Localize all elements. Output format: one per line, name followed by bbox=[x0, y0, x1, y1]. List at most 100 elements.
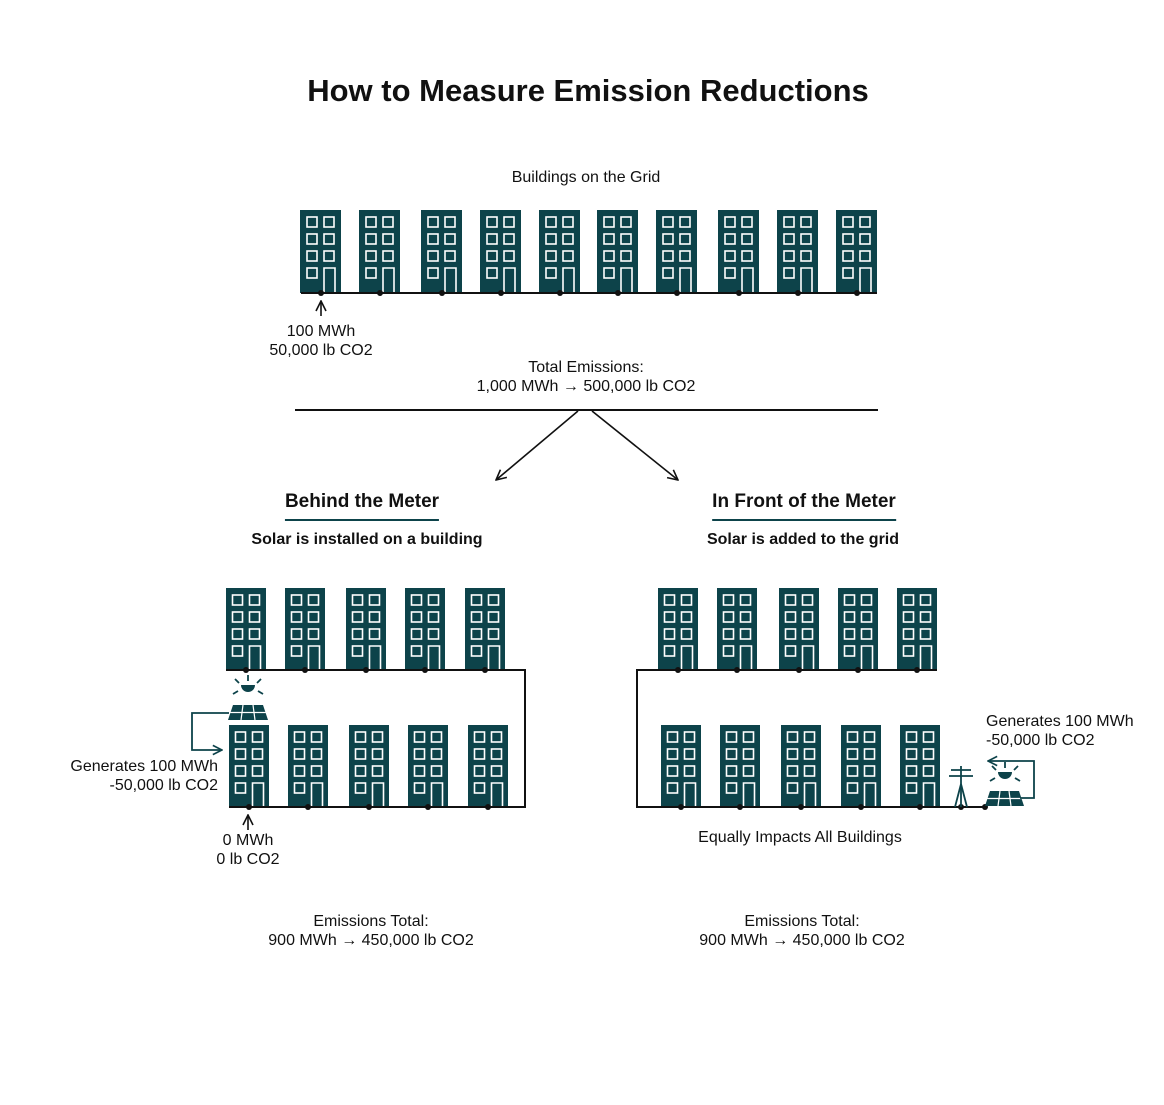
sun-icon bbox=[989, 762, 1021, 782]
meter-dot bbox=[243, 667, 249, 673]
building-icon bbox=[226, 588, 266, 670]
meter-dot bbox=[615, 290, 621, 296]
building-icon bbox=[656, 210, 697, 293]
front-meter-heading: In Front of the Meter bbox=[712, 490, 896, 521]
page-title: How to Measure Emission Reductions bbox=[307, 73, 869, 108]
behind-meter-total-label: Emissions Total: bbox=[313, 913, 429, 930]
meter-dot bbox=[854, 290, 860, 296]
building-icon bbox=[229, 725, 269, 807]
branch-arrow-left bbox=[496, 410, 579, 480]
behind-meter-heading: Behind the Meter bbox=[284, 490, 440, 521]
top-grid-buildings bbox=[300, 210, 877, 293]
behind-meter-solar-offset: -50,000 lb CO2 bbox=[109, 777, 218, 794]
meter-dot bbox=[678, 804, 684, 810]
building-icon bbox=[421, 210, 462, 293]
meter-dot bbox=[366, 804, 372, 810]
building-icon bbox=[717, 588, 757, 670]
meter-dot bbox=[302, 667, 308, 673]
building-icon bbox=[661, 725, 701, 807]
total-emissions-value: 1,000 MWh → 500,000 lb CO2 bbox=[476, 378, 696, 395]
building-icon bbox=[836, 210, 877, 293]
power-pole-icon bbox=[949, 766, 973, 808]
solar-panel-icon bbox=[985, 790, 1024, 807]
building-icon bbox=[718, 210, 759, 293]
front-meter-solar-generation: Generates 100 MWh bbox=[986, 713, 1134, 730]
meter-dot bbox=[363, 667, 369, 673]
behind-meter-total-value: 900 MWh → 450,000 lb CO2 bbox=[268, 932, 474, 949]
behind-meter-solar-generation: Generates 100 MWh bbox=[70, 758, 218, 775]
front-meter-total-label: Emissions Total: bbox=[744, 913, 860, 930]
meter-dot bbox=[674, 290, 680, 296]
behind-meter-grid-line bbox=[226, 669, 526, 808]
building-icon bbox=[539, 210, 580, 293]
building-icon bbox=[300, 210, 341, 293]
meter-dot bbox=[798, 804, 804, 810]
meter-dot bbox=[737, 804, 743, 810]
front-meter-subheading: Solar is added to the grid bbox=[706, 531, 900, 548]
building-icon bbox=[288, 725, 328, 807]
per-building-emissions: 50,000 lb CO2 bbox=[269, 342, 373, 359]
top-grid-meter-dots bbox=[318, 290, 860, 296]
meter-dot bbox=[917, 804, 923, 810]
building-icon bbox=[408, 725, 448, 807]
meter-dot bbox=[425, 804, 431, 810]
building-icon bbox=[720, 725, 760, 807]
meter-dot bbox=[855, 667, 861, 673]
meter-dot bbox=[557, 290, 563, 296]
meter-dot bbox=[439, 290, 445, 296]
meter-dot bbox=[914, 667, 920, 673]
meter-dot bbox=[485, 804, 491, 810]
meter-dot bbox=[734, 667, 740, 673]
total-emissions-label: Total Emissions: bbox=[528, 359, 644, 376]
front-meter-bottom-buildings bbox=[661, 725, 940, 807]
building-icon bbox=[597, 210, 638, 293]
building-icon bbox=[480, 210, 521, 293]
building-icon bbox=[285, 588, 325, 670]
grid-section-label: Buildings on the Grid bbox=[511, 169, 661, 186]
behind-meter-building-emissions: 0 lb CO2 bbox=[216, 851, 280, 868]
meter-dot bbox=[482, 667, 488, 673]
front-meter-meter-dots bbox=[675, 667, 988, 810]
meter-dot bbox=[736, 290, 742, 296]
behind-meter-bottom-buildings bbox=[229, 725, 508, 807]
building-icon bbox=[777, 210, 818, 293]
front-meter-grid-line bbox=[636, 669, 985, 808]
behind-meter-meter-dots bbox=[243, 667, 491, 810]
meter-dot bbox=[305, 804, 311, 810]
building-icon bbox=[658, 588, 698, 670]
meter-dot bbox=[796, 667, 802, 673]
meter-dot bbox=[498, 290, 504, 296]
front-meter-top-buildings bbox=[658, 588, 937, 670]
solar-feed-arrow bbox=[988, 761, 1035, 799]
front-meter-impact-note: Equally Impacts All Buildings bbox=[698, 829, 902, 846]
behind-meter-top-buildings bbox=[226, 588, 505, 670]
building-icon bbox=[779, 588, 819, 670]
behind-meter-subheading: Solar is installed on a building bbox=[251, 531, 483, 548]
building-icon bbox=[838, 588, 878, 670]
meter-dot bbox=[377, 290, 383, 296]
solar-panel-icon bbox=[228, 704, 268, 721]
building-icon bbox=[349, 725, 389, 807]
building-icon bbox=[346, 588, 386, 670]
building-icon bbox=[465, 588, 505, 670]
building-icon bbox=[900, 725, 940, 807]
behind-meter-building-energy: 0 MWh bbox=[222, 832, 274, 849]
meter-dot bbox=[318, 290, 324, 296]
building-icon bbox=[781, 725, 821, 807]
per-building-energy: 100 MWh bbox=[286, 323, 356, 340]
building-icon bbox=[897, 588, 937, 670]
meter-dot bbox=[858, 804, 864, 810]
sun-icon bbox=[232, 675, 264, 695]
meter-dot bbox=[795, 290, 801, 296]
solar-feed-arrow bbox=[191, 712, 229, 750]
front-meter-total-value: 900 MWh → 450,000 lb CO2 bbox=[699, 932, 905, 949]
meter-dot bbox=[422, 667, 428, 673]
branch-arrow-right bbox=[591, 410, 678, 480]
building-icon bbox=[359, 210, 400, 293]
building-icon bbox=[468, 725, 508, 807]
building-icon bbox=[841, 725, 881, 807]
meter-dot bbox=[675, 667, 681, 673]
front-meter-solar-offset: -50,000 lb CO2 bbox=[986, 732, 1095, 749]
